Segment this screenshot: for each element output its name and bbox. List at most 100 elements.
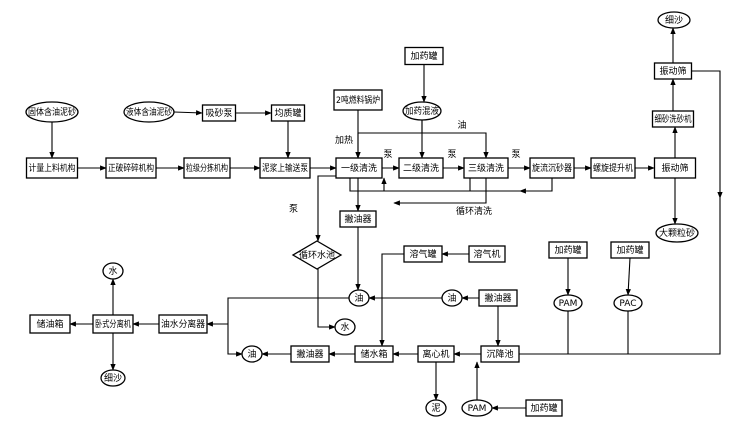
solid-sludge-label: 固体含油泥砂 bbox=[28, 106, 76, 118]
node-dosing-tank-pam: 加药罐 bbox=[548, 241, 588, 259]
water-top-circle bbox=[102, 262, 124, 280]
pam-upper-circle bbox=[553, 294, 583, 312]
connector-25 bbox=[381, 177, 520, 192]
cyclone-settler-label: 旋流沉砂器 bbox=[532, 162, 572, 174]
node-slurry-pump: 泥浆上输送泵 bbox=[259, 157, 311, 179]
vibrating-screen-bottom-label: 振动筛 bbox=[661, 162, 688, 174]
coarse-sand-circle bbox=[655, 223, 699, 243]
boiler-label: 2吨燃料锅炉 bbox=[336, 94, 380, 106]
connector-27 bbox=[315, 175, 336, 242]
pac-label: PAC bbox=[619, 299, 636, 309]
node-sludge: 泥 bbox=[425, 399, 447, 417]
dosing-tank-pam-box bbox=[548, 241, 588, 259]
node-cyclone-settler: 旋流沉砂器 bbox=[529, 157, 575, 179]
node-coarse-sand: 大颗粒砂 bbox=[655, 223, 699, 243]
connector-26 bbox=[393, 178, 487, 206]
dosing-tank-pac-box bbox=[610, 241, 650, 259]
liquid-sludge-label: 液体含油泥砂 bbox=[126, 106, 172, 118]
node-vibrating-screen-top: 振动筛 bbox=[653, 62, 693, 80]
oil-skimmer-lower-box bbox=[290, 345, 330, 363]
storage-tank-label: 储油箱 bbox=[36, 318, 63, 330]
node-fine-sand-bottom: 细沙 bbox=[100, 369, 126, 387]
connector-33 bbox=[317, 269, 336, 330]
connector-32 bbox=[379, 253, 404, 347]
spiral-lifter-box bbox=[590, 157, 636, 179]
slurry-pump-label: 泥浆上输送泵 bbox=[262, 162, 308, 174]
primary-wash-box bbox=[335, 157, 383, 179]
edge-label-pump-left: 泵 bbox=[287, 203, 298, 212]
centrifuge-box bbox=[417, 345, 455, 363]
decanter-label: 卧式分离机 bbox=[95, 318, 131, 330]
tertiary-wash-box bbox=[463, 157, 509, 179]
fine-sand-top-label: 细沙 bbox=[665, 14, 683, 26]
air-flotation-tank-box bbox=[403, 245, 443, 263]
pam-lower-label: PAM bbox=[468, 404, 487, 414]
oil-water-separator-box bbox=[158, 314, 208, 334]
node-air-flotation-machine: 溶气机 bbox=[468, 245, 506, 263]
sorting-mechanism-box bbox=[183, 157, 231, 179]
liquid-sludge-circle bbox=[123, 101, 175, 123]
node-metering-feeder: 计量上料机构 bbox=[25, 157, 79, 179]
node-oil-skimmer-upper: 撇油器 bbox=[339, 210, 377, 228]
sand-washer-box bbox=[651, 110, 695, 128]
crusher-box bbox=[105, 157, 157, 179]
node-homogenizer-tank: 均质罐 bbox=[270, 104, 306, 122]
connector-lines bbox=[49, 27, 723, 411]
oil-bottom-circle bbox=[241, 345, 263, 363]
oil-skimmer-right-box bbox=[478, 289, 518, 307]
oil-mid-right-label: 油 bbox=[447, 292, 456, 304]
node-solid-sludge: 固体含油泥砂 bbox=[25, 101, 79, 123]
primary-wash-label: 一级清洗 bbox=[341, 162, 377, 174]
dosing-tank-bottom-box bbox=[525, 399, 563, 417]
node-secondary-wash: 二级清洗 bbox=[398, 157, 444, 179]
node-liquid-sludge: 液体含油泥砂 bbox=[123, 101, 175, 123]
decanter-box bbox=[92, 314, 134, 334]
vibrating-screen-top-label: 振动筛 bbox=[659, 65, 686, 77]
connector-40 bbox=[625, 257, 631, 296]
connector-12 bbox=[422, 132, 489, 159]
secondary-wash-label: 二级清洗 bbox=[403, 162, 439, 174]
node-water-top: 水 bbox=[102, 262, 124, 280]
air-flotation-tank-label: 溶气罐 bbox=[409, 248, 436, 260]
node-pam-lower: PAM bbox=[461, 399, 493, 417]
connector-37 bbox=[519, 198, 721, 355]
node-sand-washer: 细砂洗砂机 bbox=[651, 110, 695, 128]
edge-label-pump-a: 泵 bbox=[383, 149, 392, 160]
node-tertiary-wash: 三级清洗 bbox=[463, 157, 509, 179]
secondary-wash-box bbox=[398, 157, 444, 179]
node-dosing-tank-pac: 加药罐 bbox=[610, 241, 650, 259]
homogenizer-tank-box bbox=[270, 104, 306, 122]
node-decanter: 卧式分离机 bbox=[92, 314, 134, 334]
node-oil-water-separator: 油水分离器 bbox=[158, 314, 208, 334]
sorting-mechanism-label: 粒级分拣机构 bbox=[186, 162, 228, 174]
node-dosing-stir: 加药混液 bbox=[402, 101, 442, 121]
dosing-tank-top-box bbox=[404, 46, 444, 66]
connector-labels: 加热泵泵泵油循环清洗泵 bbox=[287, 119, 521, 217]
node-recirculating-water: 循环水池 bbox=[291, 240, 343, 270]
oil-skimmer-upper-box bbox=[339, 210, 377, 228]
water-top-label: 水 bbox=[108, 265, 117, 277]
metering-feeder-label: 计量上料机构 bbox=[29, 162, 76, 174]
connector-24 bbox=[519, 178, 553, 194]
water-mid-circle bbox=[334, 318, 356, 336]
slurry-pump-box bbox=[259, 157, 311, 179]
node-oil-mid-left: 油 bbox=[348, 289, 370, 307]
node-sedimentation-tank: 沉降池 bbox=[480, 345, 520, 363]
crusher-label: 正破碎碎机构 bbox=[108, 162, 154, 174]
oil-water-separator-label: 油水分离器 bbox=[161, 318, 205, 330]
recirculating-water-diamond bbox=[291, 240, 343, 270]
connector-49 bbox=[227, 297, 349, 357]
recirculating-water-label: 循环水池 bbox=[299, 249, 335, 261]
vibrating-screen-top-box bbox=[653, 62, 693, 80]
node-oil-skimmer-lower: 撇油器 bbox=[290, 345, 330, 363]
oil-skimmer-lower-label: 撇油器 bbox=[296, 348, 323, 360]
air-flotation-machine-label: 溶气机 bbox=[473, 248, 500, 260]
solid-sludge-circle bbox=[25, 101, 79, 123]
node-sand-pump: 吸砂泵 bbox=[201, 104, 237, 122]
sand-washer-label: 细砂洗砂机 bbox=[655, 113, 692, 125]
sludge-circle bbox=[425, 399, 447, 417]
node-pam-upper: PAM bbox=[553, 294, 583, 312]
